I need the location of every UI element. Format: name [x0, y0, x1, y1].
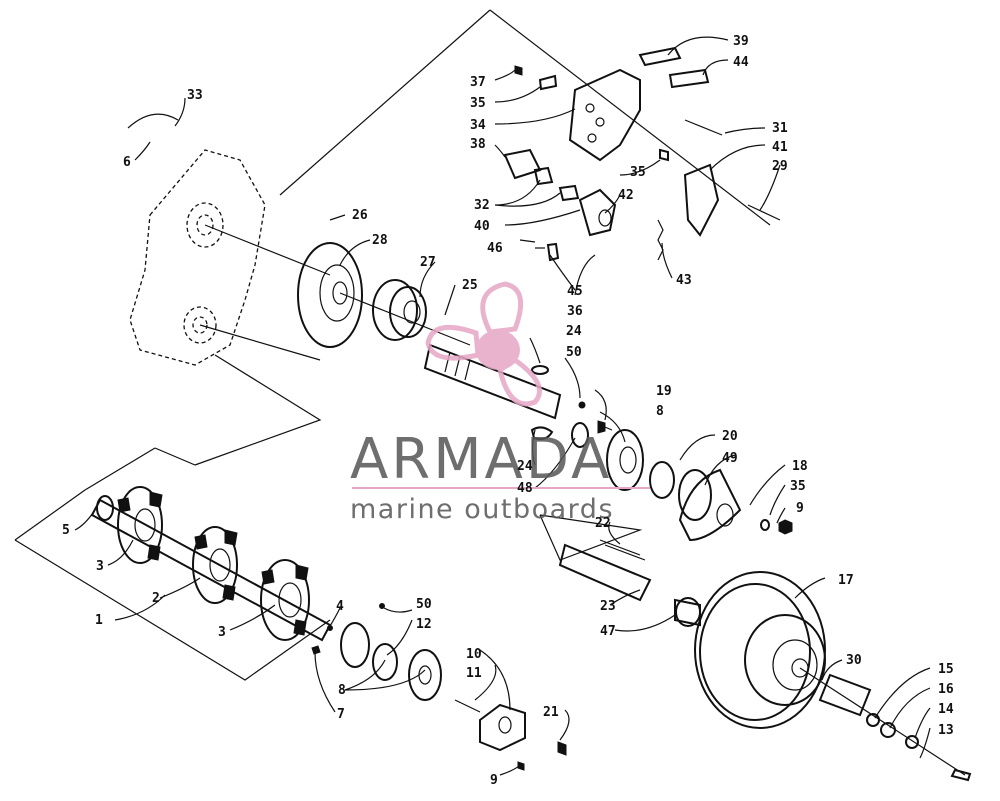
callout-50b: 50	[416, 597, 432, 612]
callout-6: 6	[123, 155, 131, 170]
callout-36: 36	[567, 304, 583, 319]
callout-9b: 9	[796, 501, 804, 516]
callout-8a: 8	[338, 683, 346, 698]
track-sprocket-left	[117, 486, 163, 564]
brand-name: ARMADA	[350, 427, 612, 492]
callout-48: 48	[517, 481, 533, 496]
callout-15: 15	[938, 662, 954, 677]
callout-39: 39	[733, 34, 749, 49]
track-sprocket-middle	[192, 526, 238, 604]
brand-tagline: marine outboards	[350, 494, 614, 525]
callout-18: 18	[792, 459, 808, 474]
callout-47: 47	[600, 624, 616, 639]
callout-21: 21	[543, 705, 559, 720]
callout-42: 42	[618, 188, 634, 203]
callout-41: 41	[772, 140, 788, 155]
callout-33: 33	[187, 88, 203, 103]
assembly-outline-lines	[14, 9, 771, 681]
callout-1: 1	[95, 613, 103, 628]
brake-disc	[297, 242, 363, 348]
callout-20: 20	[722, 429, 738, 444]
callout-37: 37	[470, 75, 486, 90]
callout-12: 12	[416, 617, 432, 632]
callout-35b: 35	[630, 165, 646, 180]
logo-blade-top	[480, 281, 524, 335]
callout-5: 5	[62, 523, 70, 538]
callout-8b: 8	[656, 404, 664, 419]
drive-pulley	[694, 571, 972, 782]
callout-25: 25	[462, 278, 478, 293]
logo-blade-right	[497, 356, 542, 407]
callout-24b: 24	[517, 459, 533, 474]
callout-31: 31	[772, 121, 788, 136]
callout-3b: 3	[218, 625, 226, 640]
callout-17: 17	[838, 573, 854, 588]
callout-30: 30	[846, 653, 862, 668]
callout-29: 29	[772, 159, 788, 174]
brake-caliper-bracket	[503, 46, 781, 262]
callout-10: 10	[466, 647, 482, 662]
callout-44: 44	[733, 55, 749, 70]
callout-49: 49	[722, 451, 738, 466]
callout-32: 32	[474, 198, 490, 213]
gearcase-housing	[129, 149, 331, 366]
callout-22: 22	[595, 516, 611, 531]
callout-35c: 35	[790, 479, 806, 494]
callout-26: 26	[352, 208, 368, 223]
callout-43: 43	[676, 273, 692, 288]
callout-labels: 1 2 3 3 4 5 6 7 8 8 9 9 10 11 12 13 14 1…	[62, 34, 954, 788]
bottom-bearing-flanges	[311, 603, 567, 771]
track-drive-axle	[90, 495, 332, 642]
callout-28: 28	[372, 233, 388, 248]
callout-45: 45	[567, 284, 583, 299]
logo-blade-left	[425, 324, 481, 361]
callout-2: 2	[152, 591, 160, 606]
leader-lines	[74, 36, 931, 776]
callout-46: 46	[487, 241, 503, 256]
callout-50a: 50	[566, 345, 582, 360]
callout-38: 38	[470, 137, 486, 152]
callout-27: 27	[420, 255, 436, 270]
driven-sprocket-hub	[339, 279, 471, 346]
callout-23: 23	[600, 599, 616, 614]
callout-11: 11	[466, 666, 482, 681]
callout-24a: 24	[566, 324, 582, 339]
callout-7: 7	[337, 707, 345, 722]
callout-16: 16	[938, 682, 954, 697]
armada-logo	[425, 281, 542, 407]
callout-14: 14	[938, 702, 954, 717]
callout-3a: 3	[96, 559, 104, 574]
callout-40: 40	[474, 219, 490, 234]
callout-4: 4	[336, 599, 344, 614]
bearing-flange-set	[571, 401, 793, 542]
callout-13: 13	[938, 723, 954, 738]
logo-hub	[476, 330, 520, 370]
tensioner-rod	[558, 539, 701, 627]
callout-35a: 35	[470, 96, 486, 111]
callout-19: 19	[656, 384, 672, 399]
callout-34: 34	[470, 118, 486, 133]
track-sprocket-right	[260, 559, 310, 641]
callout-9a: 9	[490, 773, 498, 788]
